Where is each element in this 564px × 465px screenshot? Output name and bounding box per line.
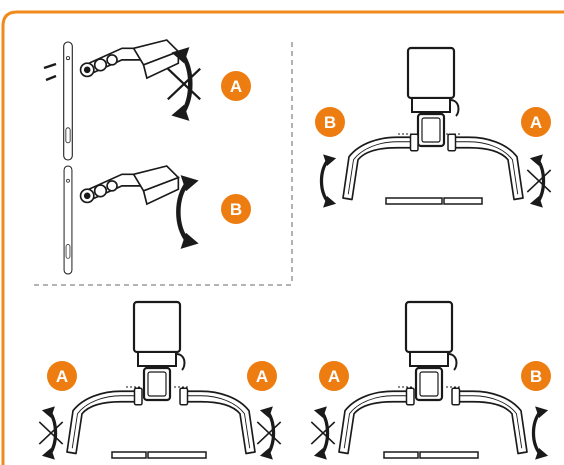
panel-top-left-upper: A [43,39,251,161]
crossed-arrow-icon [37,404,65,462]
panel-bottom-left: A A [37,300,283,462]
outer-frame [1,10,564,465]
badge-bottom-left-right: A [247,361,277,391]
badge-top-left-lower: B [221,194,251,224]
curved-arrow-icon [319,152,338,210]
badge-label: B [324,113,336,132]
badge-label: B [230,200,242,219]
crossed-arrow-icon [309,404,337,462]
bracket-arm-icon [79,39,180,79]
curved-arrow-icon [178,175,198,249]
center-block-icon [132,300,186,402]
badge-top-right-left: B [315,107,345,137]
left-lever-icon [342,133,419,201]
center-block-icon [404,300,458,402]
right-lever-icon [451,387,528,455]
crossed-arrow-icon [255,404,283,462]
left-lever-icon [66,387,143,455]
base-bar-icon [385,197,483,205]
badge-top-left-upper: A [221,71,251,101]
badge-label: A [230,77,242,96]
panel-bottom-right: A B [309,300,551,462]
right-lever-icon [179,387,256,455]
screw-icon [43,62,57,82]
right-lever-icon [447,133,524,201]
base-bar-icon [111,451,207,459]
badge-bottom-right-right: B [521,361,551,391]
curved-arrow-icon [531,404,550,462]
badge-bottom-right-left: A [319,361,349,391]
badge-label: A [530,113,542,132]
panel-top-right: B A [315,46,553,210]
panel-top-left-lower: B [63,165,251,275]
badge-top-right-right: A [521,107,551,137]
back-plate-icon [62,41,74,161]
left-lever-icon [338,387,415,455]
base-bar-icon [383,451,479,459]
crossed-arrow-icon [525,152,553,210]
badge-label: A [256,367,268,386]
badge-label: B [530,367,542,386]
badge-label: A [56,367,68,386]
bracket-arm-icon [79,165,180,205]
back-plate-icon [63,165,73,275]
badge-bottom-left-left: A [47,361,77,391]
badge-label: A [328,367,340,386]
center-block-icon [406,46,460,148]
